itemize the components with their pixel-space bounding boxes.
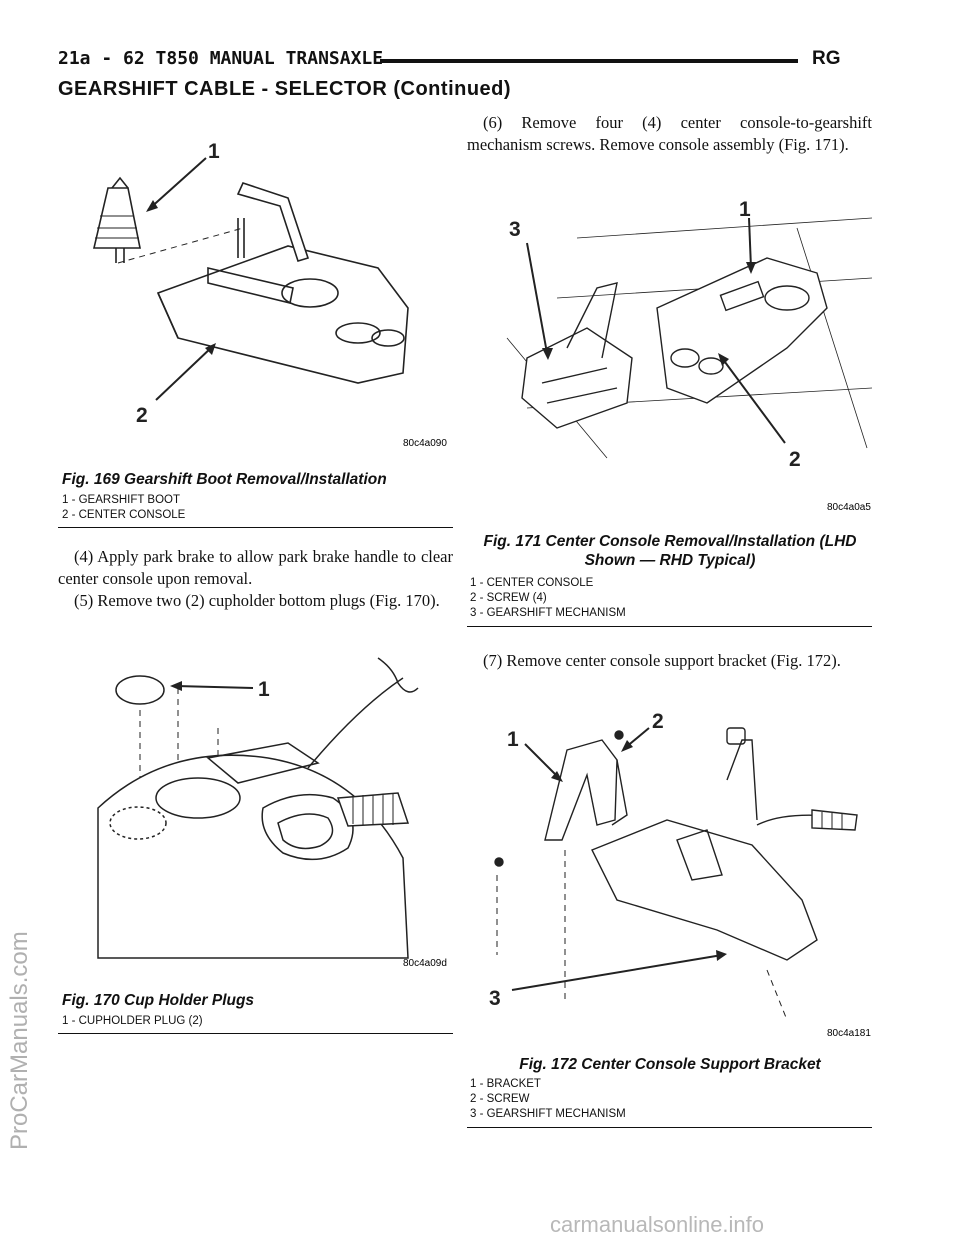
- fig169-code: 80c4a090: [403, 438, 447, 449]
- fig171-title-line2: Shown — RHD Typical): [584, 552, 756, 569]
- fig171-legend-item: 3 - GEARSHIFT MECHANISM: [470, 607, 626, 619]
- fig169-illustration: 1 2 80c4a090: [92, 140, 447, 449]
- left-steps: (4) Apply park brake to allow park brake…: [58, 546, 453, 612]
- fig169-legend-item: 1 - GEARSHIFT BOOT: [62, 494, 180, 506]
- fig172-callout-3: 3: [489, 987, 501, 1010]
- step-7: (7) Remove center console support bracke…: [483, 651, 841, 670]
- header-rule: [380, 59, 798, 63]
- fig172-legend-item: 3 - GEARSHIFT MECHANISM: [470, 1108, 626, 1120]
- fig171-callout-3: 3: [509, 218, 521, 241]
- fig171-title: Fig. 171 Center Console Removal/Installa…: [470, 532, 870, 570]
- fig172-illustration: 1 2 3 80c4a181: [489, 710, 871, 1039]
- fig172-callout-1: 1: [507, 728, 519, 751]
- fig171-callout-2: 2: [789, 448, 801, 471]
- fig171-rule: [467, 626, 872, 627]
- fig172-callout-2: 2: [652, 710, 664, 733]
- right-steps-bottom: (7) Remove center console support bracke…: [467, 650, 872, 672]
- fig170-legend-item: 1 - CUPHOLDER PLUG (2): [62, 1015, 203, 1027]
- step-6: (6) Remove four (4) center console-to-ge…: [467, 113, 872, 154]
- fig170-callout-1: 1: [258, 678, 270, 701]
- vehicle-code: RG: [812, 48, 841, 69]
- watermark-bottom: carmanualsonline.info: [550, 1212, 765, 1237]
- fig169-legend-item: 2 - CENTER CONSOLE: [62, 509, 186, 521]
- fig170-title: Fig. 170 Cup Holder Plugs: [62, 992, 255, 1009]
- fig171-title-line1: Fig. 171 Center Console Removal/Installa…: [483, 533, 857, 550]
- watermark-left: ProCarManuals.com: [6, 931, 33, 1150]
- fig172-title: Fig. 172 Center Console Support Bracket: [519, 1056, 821, 1073]
- right-steps-top: (6) Remove four (4) center console-to-ge…: [467, 112, 872, 156]
- fig172-code: 80c4a181: [827, 1028, 871, 1039]
- fig170-legend: 1 - CUPHOLDER PLUG (2): [62, 1014, 203, 1029]
- fig171-illustration: 3 1 2 80c4a0a5: [506, 198, 872, 513]
- fig171-legend-item: 1 - CENTER CONSOLE: [470, 577, 594, 589]
- step-4: (4) Apply park brake to allow park brake…: [58, 547, 453, 588]
- fig169-rule: [58, 527, 453, 528]
- page-header-label: 21a - 62 T850 MANUAL TRANSAXLE: [58, 48, 384, 69]
- fig169-callout-2: 2: [136, 404, 148, 427]
- fig171-code: 80c4a0a5: [827, 502, 871, 513]
- fig169-callout-1: 1: [208, 140, 220, 163]
- fig172-legend: 1 - BRACKET 2 - SCREW 3 - GEARSHIFT MECH…: [470, 1077, 626, 1122]
- fig169-legend: 1 - GEARSHIFT BOOT 2 - CENTER CONSOLE: [62, 493, 185, 523]
- fig172-legend-item: 2 - SCREW: [470, 1093, 530, 1105]
- fig169-title: Fig. 169 Gearshift Boot Removal/Installa…: [62, 471, 387, 488]
- step-5: (5) Remove two (2) cupholder bottom plug…: [74, 591, 440, 610]
- fig170-rule: [58, 1033, 453, 1034]
- fig172-rule: [467, 1127, 872, 1128]
- fig171-callout-1: 1: [739, 198, 751, 221]
- fig171-legend-item: 2 - SCREW (4): [470, 592, 547, 604]
- fig170-illustration: 1 80c4a09d: [97, 657, 447, 969]
- fig172-legend-item: 1 - BRACKET: [470, 1078, 541, 1090]
- fig170-code: 80c4a09d: [403, 958, 447, 969]
- fig171-legend: 1 - CENTER CONSOLE 2 - SCREW (4) 3 - GEA…: [470, 576, 626, 621]
- section-title: GEARSHIFT CABLE - SELECTOR (Continued): [58, 78, 512, 100]
